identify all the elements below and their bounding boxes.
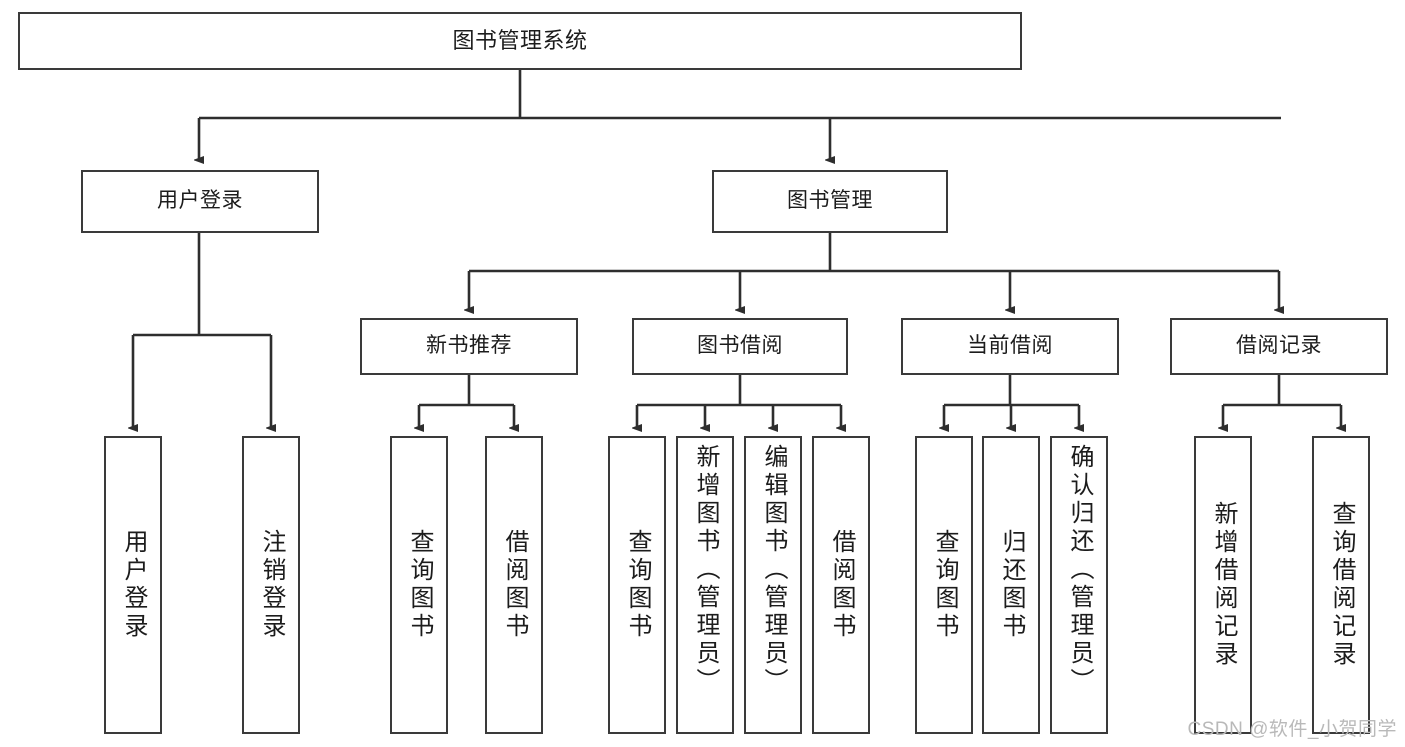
csdn-watermark: CSDN @软件_小贺同学 [1187, 719, 1397, 740]
node-book-borrow-label: 图书借阅 [697, 334, 783, 358]
leaf-new-book-query-book[interactable]: 查询图书 [390, 436, 448, 734]
leaf-borrow-borrow-book[interactable]: 借阅图书 [812, 436, 870, 734]
leaf-record-add-borrow-record-label: 新增借阅记录 [1210, 501, 1237, 669]
node-root-label: 图书管理系统 [452, 28, 588, 54]
leaf-current-query-book[interactable]: 查询图书 [915, 436, 973, 734]
node-new-book-recommend-label: 新书推荐 [426, 334, 512, 358]
leaf-user-login-login[interactable]: 用户登录 [104, 436, 162, 734]
leaf-borrow-edit-book-admin[interactable]: 编辑图书（管理员） [744, 436, 802, 734]
leaf-new-book-borrow-book[interactable]: 借阅图书 [485, 436, 543, 734]
leaf-borrow-add-book-admin-label: 新增图书（管理员） [692, 444, 719, 696]
leaf-new-book-query-book-label: 查询图书 [406, 529, 433, 641]
leaf-user-login-logout-label: 注销登录 [258, 529, 285, 641]
leaf-current-query-book-label: 查询图书 [931, 529, 958, 641]
node-borrow-record[interactable]: 借阅记录 [1170, 318, 1388, 375]
leaf-record-add-borrow-record[interactable]: 新增借阅记录 [1194, 436, 1252, 734]
leaf-current-confirm-return-admin-label: 确认归还（管理员） [1066, 444, 1093, 696]
leaf-current-confirm-return-admin[interactable]: 确认归还（管理员） [1050, 436, 1108, 734]
leaf-borrow-query-book[interactable]: 查询图书 [608, 436, 666, 734]
node-user-login-label: 用户登录 [157, 189, 243, 213]
leaf-current-return-book-label: 归还图书 [998, 529, 1025, 641]
leaf-current-return-book[interactable]: 归还图书 [982, 436, 1040, 734]
node-root-book-management-system[interactable]: 图书管理系统 [18, 12, 1022, 70]
leaf-borrow-edit-book-admin-label: 编辑图书（管理员） [760, 444, 787, 696]
leaf-new-book-borrow-book-label: 借阅图书 [501, 529, 528, 641]
node-book-management[interactable]: 图书管理 [712, 170, 948, 233]
node-book-borrow[interactable]: 图书借阅 [632, 318, 848, 375]
leaf-record-query-borrow-record-label: 查询借阅记录 [1328, 501, 1355, 669]
node-book-management-label: 图书管理 [787, 189, 873, 213]
leaf-borrow-add-book-admin[interactable]: 新增图书（管理员） [676, 436, 734, 734]
leaf-user-login-logout[interactable]: 注销登录 [242, 436, 300, 734]
leaf-record-query-borrow-record[interactable]: 查询借阅记录 [1312, 436, 1370, 734]
node-current-borrow[interactable]: 当前借阅 [901, 318, 1119, 375]
node-borrow-record-label: 借阅记录 [1236, 334, 1322, 358]
node-new-book-recommend[interactable]: 新书推荐 [360, 318, 578, 375]
leaf-borrow-borrow-book-label: 借阅图书 [828, 529, 855, 641]
node-current-borrow-label: 当前借阅 [967, 334, 1053, 358]
leaf-user-login-login-label: 用户登录 [120, 529, 147, 641]
leaf-borrow-query-book-label: 查询图书 [624, 529, 651, 641]
node-user-login[interactable]: 用户登录 [81, 170, 319, 233]
